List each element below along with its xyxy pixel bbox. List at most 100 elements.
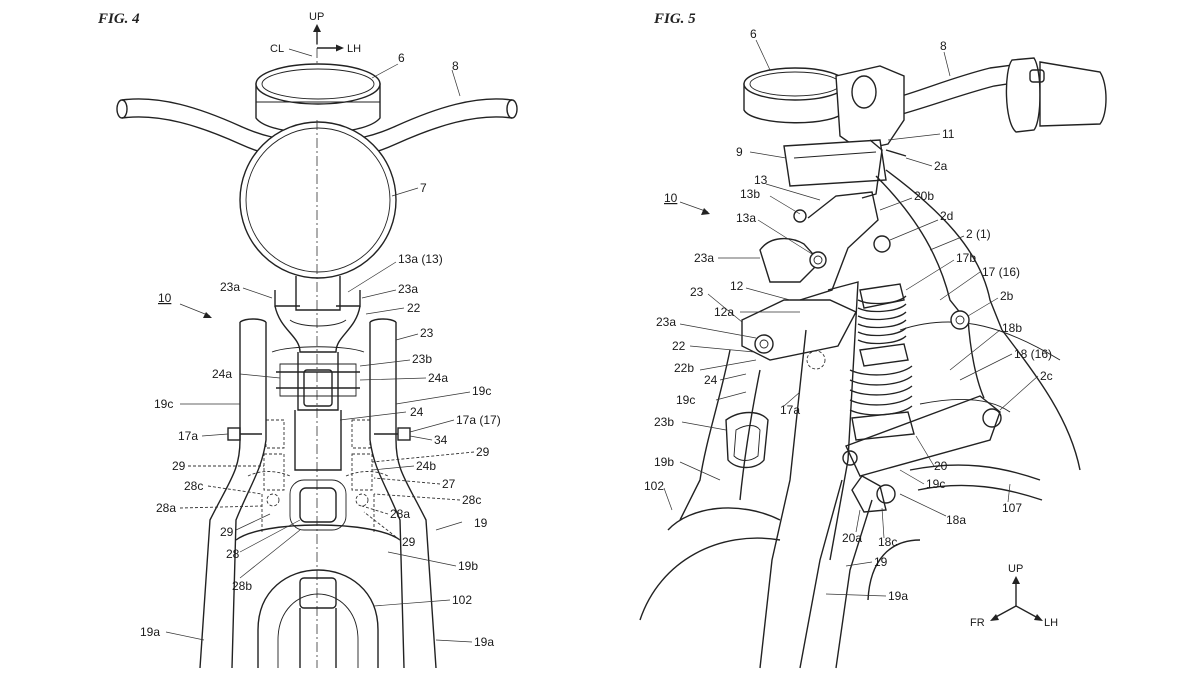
fig5-leader-19c-2 — [899, 469, 925, 485]
fig4-leader-28a-r — [361, 505, 389, 515]
fig5-link-18c — [851, 475, 887, 513]
fig5-frame-window-inner — [733, 425, 761, 461]
fig4-hidden-bolt-right — [355, 493, 369, 507]
fig4-up-label: UP — [309, 11, 324, 23]
fig4-frame-left-top — [239, 318, 267, 323]
fig4-ref-28a-left: 28a — [156, 501, 176, 515]
fig4-leader-24a-l — [239, 373, 281, 379]
fig4-leader-8 — [451, 69, 461, 97]
fig5-bolt-13b — [793, 209, 807, 223]
fig5-leader-19b — [679, 461, 721, 481]
fig5-bolt-hidden — [806, 350, 826, 370]
fig4-hidden-27 — [247, 471, 389, 477]
fig4-leader-23a-l — [242, 287, 273, 299]
fig4-ref-27: 27 — [442, 477, 456, 491]
fig4-ref-19c-right: 19c — [472, 384, 491, 398]
fig5-lh-arrow — [1015, 605, 1039, 619]
fig4-leader-17a17 — [409, 419, 455, 433]
fig5-ref-13b: 13b — [740, 187, 760, 201]
fig5-shock-mid-cap — [859, 343, 909, 367]
fig5-frame-19a-left — [799, 479, 843, 669]
fig4-ref-28a-right: 28a — [390, 507, 410, 521]
fig5-grip — [1039, 61, 1107, 127]
fig4-leader-10-arrowhead — [203, 312, 212, 318]
fig5-up-arrowhead — [1012, 576, 1020, 584]
fig5-shock-lower-cap — [851, 411, 915, 441]
fig5-frame-cross — [899, 321, 1061, 361]
fig4-grip-right-end — [506, 99, 518, 119]
fig4-leader-29-l2 — [235, 513, 271, 531]
fig4-frame-right-outer — [395, 322, 437, 669]
fig4-ref-34: 34 — [434, 433, 448, 447]
fig4-ref-19a-left: 19a — [140, 625, 160, 639]
fig5-ref-2b: 2b — [1000, 289, 1014, 303]
fig4-ref-24a-left: 24a — [212, 367, 232, 381]
fig4-ref-19a-right: 19a — [474, 635, 494, 649]
fig4-hidden-29-left — [263, 453, 285, 491]
fig5-leader-12 — [745, 287, 791, 301]
fig4-link-base — [271, 346, 365, 353]
fig5-leader-24 — [719, 373, 747, 381]
fig5-ref-12: 12 — [730, 279, 744, 293]
fig5-ref-19a: 19a — [888, 589, 908, 603]
fig4-ref-8: 8 — [452, 59, 459, 73]
fig4-ref-23: 23 — [420, 326, 434, 340]
fig4-headlight-outer — [239, 121, 397, 279]
fig5-leader-10-arrowhead — [701, 208, 710, 215]
fig4-shock-body — [294, 410, 342, 471]
fig4-ref-24b: 24b — [416, 459, 436, 473]
fig4-leader-27 — [373, 477, 441, 485]
fig5-tube-107 — [909, 464, 1041, 481]
fig5-ref-21: 2 (1) — [966, 227, 991, 241]
fig5-bolt-13a — [809, 251, 827, 269]
fig4-ref-23a-left: 23a — [220, 280, 240, 294]
fig5-leader-13 — [765, 183, 821, 201]
fig4-ref-24a-right: 24a — [428, 371, 448, 385]
fig4-leader-24b — [371, 465, 415, 471]
fig4-ref-17a17: 17a (17) — [456, 413, 501, 427]
fig5-leader-23 — [707, 293, 743, 323]
fig5-arm-20 — [845, 395, 1001, 477]
fig4-up-arrowhead — [313, 24, 321, 32]
fig5-leader-18b — [949, 329, 1001, 371]
fig4-lh-arrowhead — [336, 44, 344, 52]
fig4-cl-leader — [288, 48, 313, 57]
fig4-drawing: FIG. 4 UP LH CL — [97, 11, 518, 669]
fig5-title: FIG. 5 — [653, 11, 696, 27]
fig5-ref-17a: 17a — [780, 403, 800, 417]
fig5-lh-label: LH — [1044, 617, 1058, 629]
fig5-leader-22b — [699, 359, 757, 371]
fig5-leader-23a-2 — [679, 323, 757, 339]
fig5-ref-20b: 20b — [914, 189, 934, 203]
fig5-wheel-102-outer — [639, 537, 781, 621]
fig5-up-label: UP — [1008, 563, 1023, 575]
fig4-ref-29-right2: 29 — [402, 535, 416, 549]
fig5-frame-19-spine — [827, 281, 859, 561]
fig4-title: FIG. 4 — [97, 11, 140, 27]
fig4-ref-28b: 28b — [232, 579, 252, 593]
fig5-ref-11: 11 — [942, 127, 955, 141]
fig5-tube-107-lower — [917, 484, 1043, 501]
fig5-ref-102: 102 — [644, 479, 664, 493]
fig4-leader-28c-r — [373, 493, 461, 501]
fig5-leader-11 — [887, 133, 941, 141]
fig4-frame-left-outer — [199, 322, 241, 669]
fig4-bracket-arms — [274, 290, 361, 307]
fig4-ref-29-right1: 29 — [476, 445, 490, 459]
fig5-frame-19b-inner — [739, 369, 761, 501]
fig4-grip-left-end — [116, 99, 128, 119]
fig4-headlight-lens — [245, 127, 391, 273]
fig5-ref-18c: 18c — [878, 535, 897, 549]
fig5-ref-1816: 18 (16) — [1014, 347, 1052, 361]
fig4-ref-29-left2: 29 — [220, 525, 234, 539]
fig4-lh-label: LH — [347, 43, 361, 55]
fig5-ref-19c-1: 19c — [676, 393, 695, 407]
fig5-bolt-2b — [950, 310, 970, 330]
fig5-spring-18b — [849, 365, 913, 416]
fig5-meter-face — [743, 67, 847, 101]
fig5-leader-17b — [905, 259, 955, 291]
fig5-frame-tube-mid — [967, 317, 985, 399]
fig5-leader-22 — [689, 345, 755, 353]
fig5-ref-20: 20 — [934, 459, 948, 473]
fig4-ref-6: 6 — [398, 51, 405, 65]
